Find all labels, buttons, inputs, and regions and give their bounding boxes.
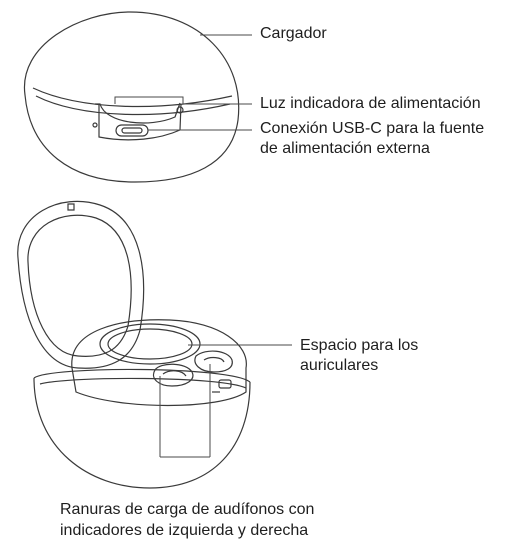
open-charger <box>17 200 251 489</box>
right-charging-slot <box>194 350 233 373</box>
lid-seam-upper <box>32 87 233 108</box>
earbud-dock <box>71 319 247 407</box>
earbud-space-inner <box>107 328 193 360</box>
front-panel <box>98 103 182 141</box>
callout-power-light-bracket <box>114 96 184 104</box>
label-space-line2: auriculares <box>300 357 379 374</box>
base-bowl <box>33 377 251 489</box>
label-slots-line1: Ranuras de carga de audífonos con <box>60 501 315 518</box>
earbud-space <box>99 323 201 365</box>
side-indicator <box>218 379 232 389</box>
left-slot-detail <box>162 370 187 377</box>
label-charger: Cargador <box>260 25 327 42</box>
usb-c-port-inner <box>121 127 143 134</box>
label-space-line1: Espacio para los <box>300 337 419 354</box>
right-slot-detail <box>203 356 225 363</box>
lid-seam-lower <box>35 95 231 116</box>
label-usb-line1: Conexión USB-C para la fuente <box>260 120 485 137</box>
power-indicator-light <box>176 106 184 114</box>
label-power-light: Luz indicadora de alimentación <box>260 95 481 112</box>
side-dot <box>92 122 98 128</box>
closed-charger-body <box>23 11 240 183</box>
usb-c-port <box>115 124 149 137</box>
label-usb-line2: de alimentación externa <box>260 140 430 157</box>
left-charging-slot <box>152 363 194 387</box>
open-lid-outer <box>17 200 145 369</box>
front-cutout <box>95 102 181 124</box>
base-rim <box>33 368 251 383</box>
label-slots-line2: indicadores de izquierda y derecha <box>60 522 309 539</box>
lid-latch <box>67 203 75 211</box>
closed-charger <box>23 11 240 183</box>
callouts <box>114 34 292 458</box>
base-rim-inner <box>39 377 247 389</box>
